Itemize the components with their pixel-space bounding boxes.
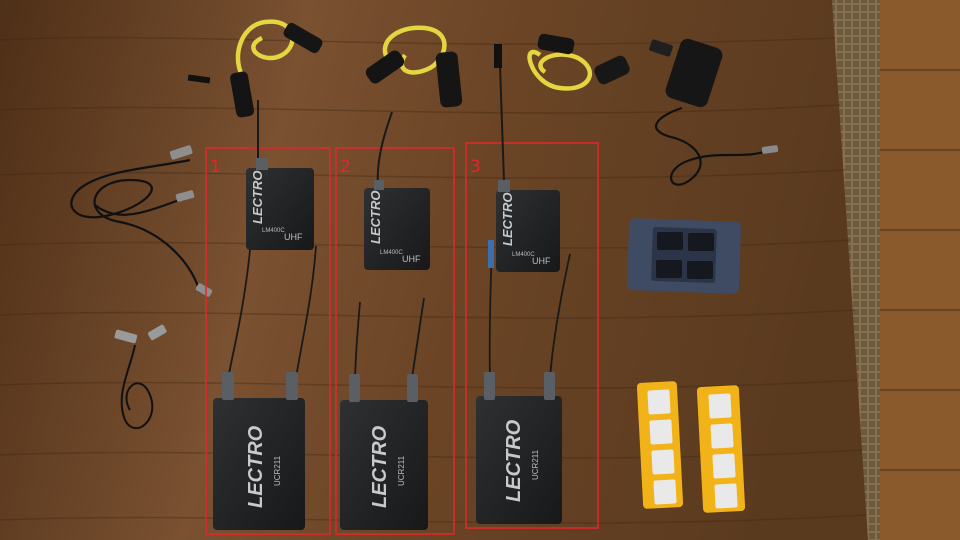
battery-charger bbox=[626, 218, 742, 294]
receiver-model: UCR211 bbox=[397, 455, 406, 486]
dc-plug bbox=[147, 324, 167, 341]
group-frame-1 bbox=[205, 147, 331, 535]
dc-plug bbox=[175, 190, 195, 202]
transmitter-brand: LECTRO bbox=[368, 191, 383, 244]
dc-cable-small bbox=[120, 344, 154, 430]
group-frame-3 bbox=[465, 142, 599, 529]
receiver-brand: LECTRO bbox=[503, 419, 525, 502]
floor-boards bbox=[880, 0, 960, 540]
transmitter-model: LM400C bbox=[380, 250, 403, 256]
receiver-3: LECTRO UCR211 bbox=[476, 372, 562, 524]
receiver-brand: LECTRO bbox=[369, 425, 391, 508]
transmitter-brand: LECTRO bbox=[250, 171, 265, 224]
transmitter-subbrand: UHF bbox=[532, 256, 551, 266]
antenna-tip bbox=[494, 44, 502, 68]
receiver-2: LECTRO UCR211 bbox=[340, 374, 428, 530]
receiver-model: UCR211 bbox=[273, 455, 282, 486]
dc-plug bbox=[169, 145, 193, 160]
antenna-tip bbox=[187, 74, 211, 84]
transmitter-antenna bbox=[499, 64, 505, 183]
transmitter-model: LM400C bbox=[262, 228, 285, 234]
battery-holder-1 bbox=[636, 381, 684, 509]
transmitter-3: LECTRO UHF LM400C bbox=[496, 180, 560, 272]
transmitter-model: LM400C bbox=[512, 252, 535, 258]
dc-plug bbox=[114, 329, 138, 344]
battery-holder-2 bbox=[696, 385, 746, 513]
dc-plug bbox=[195, 283, 213, 297]
receiver-brand: LECTRO bbox=[245, 425, 267, 508]
transmitter-subbrand: UHF bbox=[402, 254, 421, 264]
dc-cable-left bbox=[70, 158, 202, 293]
power-adapter bbox=[649, 38, 779, 186]
transmitter-1: LECTRO UHF LM400C bbox=[246, 158, 314, 250]
transmitter-brand: LECTRO bbox=[500, 193, 515, 246]
xlr-cable-1 bbox=[230, 19, 323, 118]
transmitter-2: LECTRO UHF LM400C bbox=[364, 180, 430, 270]
receiver-model: UCR211 bbox=[531, 449, 540, 480]
receiver-1: LECTRO UCR211 bbox=[213, 372, 305, 530]
xlr-cable-2 bbox=[365, 25, 463, 108]
group-label-2: 2 bbox=[340, 157, 351, 177]
transmitter-subbrand: UHF bbox=[284, 232, 303, 242]
group-frame-2 bbox=[335, 147, 455, 535]
group-label-1: 1 bbox=[210, 157, 221, 177]
group-label-3: 3 bbox=[470, 157, 481, 177]
antenna-color-tip bbox=[488, 240, 494, 268]
xlr-cable-3 bbox=[527, 33, 630, 91]
